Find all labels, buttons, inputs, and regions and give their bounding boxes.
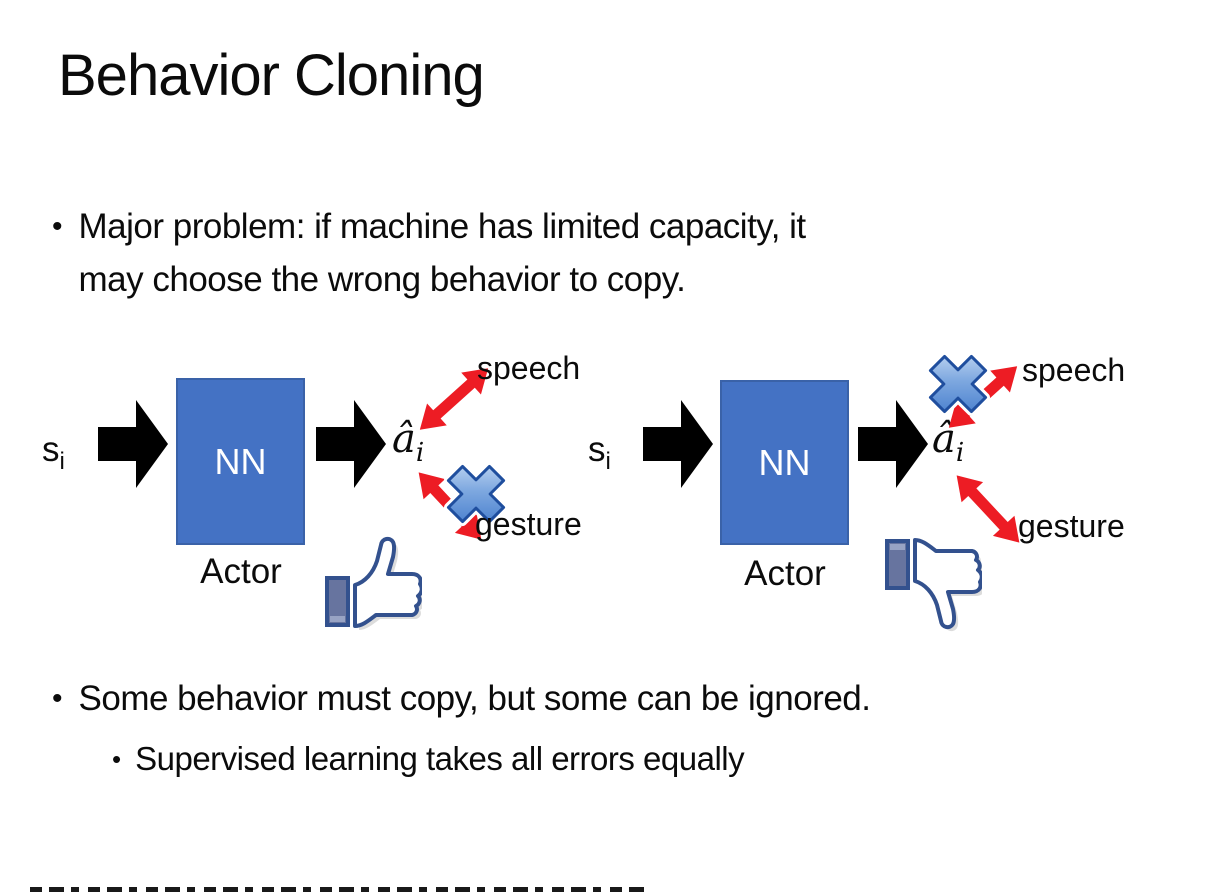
bullet-major-problem-text: Major problem: if machine has limited ca…	[78, 200, 807, 306]
state-input-label: si	[42, 430, 65, 475]
actor-label: Actor	[200, 552, 282, 591]
nn-box-label: NN	[214, 440, 267, 482]
slide-title: Behavior Cloning	[58, 43, 485, 108]
action-output-label: âi	[392, 416, 425, 468]
bullet-some-behavior: • Some behavior must copy, but some can …	[52, 672, 871, 725]
bullet-some-behavior-text: Some behavior must copy, but some can be…	[78, 679, 871, 718]
clipped-text-strip	[30, 887, 644, 892]
nn-box-label: NN	[758, 441, 811, 483]
speech-label: speech	[477, 350, 581, 386]
thumbs-up-icon	[325, 536, 422, 630]
flow-arrow-icon	[98, 400, 168, 488]
bullet-line-1: Major problem: if machine has limited ca…	[78, 207, 807, 246]
nn-box: NN	[176, 378, 305, 545]
gesture-label: gesture	[1018, 508, 1125, 544]
bullet-glyph: •	[52, 210, 63, 243]
bullet-glyph: •	[112, 744, 122, 774]
actor-label: Actor	[744, 554, 826, 593]
state-input-label: si	[588, 430, 611, 475]
flow-arrow-icon	[643, 400, 713, 488]
thumbs-down-icon	[885, 538, 982, 632]
gesture-label: gesture	[475, 506, 582, 542]
red-double-arrow-speech-icon	[419, 368, 489, 430]
bullet-supervised-learning: • Supervised learning takes all errors e…	[112, 734, 745, 784]
flow-arrow-icon	[316, 400, 386, 488]
bullet-glyph: •	[52, 682, 63, 715]
cross-out-x-icon	[443, 461, 509, 527]
speech-label: speech	[1022, 352, 1126, 388]
flow-arrow-icon	[858, 400, 928, 488]
red-double-arrow-gesture-icon	[956, 475, 1020, 543]
bullet-supervised-learning-text: Supervised learning takes all errors equ…	[135, 740, 745, 777]
bullet-major-problem: • Major problem: if machine has limited …	[52, 200, 806, 306]
cross-out-x-icon	[925, 351, 991, 417]
bullet-line-2: may choose the wrong behavior to copy.	[78, 260, 686, 299]
nn-box: NN	[720, 380, 849, 545]
